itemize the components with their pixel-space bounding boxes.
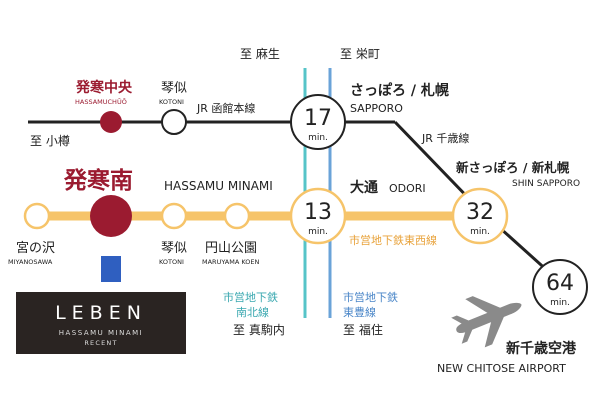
direction-fukuzumi: 至 福住 xyxy=(343,322,383,337)
direction-otaru: 至 小樽 xyxy=(30,133,70,148)
odori-time-circle xyxy=(289,187,347,245)
namboku-label-2: 南北線 xyxy=(236,305,269,319)
kotoni-jr-name-jp: 琴似 xyxy=(161,81,187,96)
namboku-label-1: 市営地下鉄 xyxy=(223,290,278,304)
odori-name-en: ODORI xyxy=(389,182,426,195)
leben-logo: LEBEN xyxy=(55,302,147,324)
hassamuchuo-name-en: HASSAMUCHŪŌ xyxy=(75,97,127,106)
miyanosawa-station-marker xyxy=(23,202,51,230)
direction-asabu: 至 麻生 xyxy=(240,46,280,61)
maruyama-station-marker xyxy=(223,202,251,230)
maruyama-name-en: MARUYAMA KOEN xyxy=(202,258,259,266)
hassamuchuo-name-jp: 発寒中央 xyxy=(75,79,133,96)
direction-sakaemachi: 至 栄町 xyxy=(340,47,380,61)
logo-line-2: RECENT xyxy=(84,339,118,347)
odori-time-unit: min. xyxy=(308,227,328,237)
sapporo-name-jp: さっぽろ / 札幌 xyxy=(350,82,449,99)
shin-sapporo-name-jp: 新さっぽろ / 新札幌 xyxy=(456,160,570,175)
shin-sapporo-time-unit: min. xyxy=(470,227,490,237)
odori-name-jp: 大通 xyxy=(350,179,378,196)
direction-makomanai: 至 真駒内 xyxy=(233,323,285,337)
logo-line-1: HASSAMU MINAMI xyxy=(58,329,144,337)
sapporo-time-value: 17 xyxy=(304,106,332,131)
hassamu-minami-name-en: HASSAMU MINAMI xyxy=(164,179,273,193)
airport-time-unit: min. xyxy=(550,298,570,308)
toho-label-2: 東豊線 xyxy=(343,305,376,319)
sapporo-time-circle xyxy=(290,94,346,150)
miyanosawa-name-jp: 宮の沢 xyxy=(16,240,55,256)
sapporo-time-unit: min. xyxy=(308,133,328,143)
maruyama-name-jp: 円山公園 xyxy=(205,241,257,256)
tozai-label: 市営地下鉄東西線 xyxy=(349,233,437,247)
hassamuchuo-station-marker xyxy=(100,111,122,133)
kotoni-jr-station-marker xyxy=(161,109,187,135)
leben-logo-box: LEBEN HASSAMU MINAMI RECENT xyxy=(16,292,186,354)
kotoni-sub-name-jp: 琴似 xyxy=(161,241,187,256)
shin-sapporo-time-value: 32 xyxy=(466,200,494,225)
airport-time-value: 64 xyxy=(546,271,574,296)
toho-label-1: 市営地下鉄 xyxy=(343,290,398,304)
airport-time-circle xyxy=(532,259,588,315)
current-location-marker-icon xyxy=(90,195,132,237)
sapporo-name-en: SAPPORO xyxy=(350,102,403,115)
kotoni-sub-name-en: KOTONI xyxy=(159,258,184,266)
kotoni-sub-station-marker xyxy=(160,202,188,230)
jr-hakodate-label: JR 函館本線 xyxy=(196,101,255,115)
hassamu-minami-name-jp: 発寒南 xyxy=(63,167,133,194)
accent-square xyxy=(101,256,121,282)
new-chitose-name-en: NEW CHITOSE AIRPORT xyxy=(437,362,566,375)
airplane-icon xyxy=(451,296,522,348)
jr-chitose-label: JR 千歳線 xyxy=(421,131,469,145)
new-chitose-name-jp: 新千歳空港 xyxy=(506,340,577,357)
odori-time-value: 13 xyxy=(304,200,332,225)
kotoni-jr-name-en: KOTONI xyxy=(159,98,184,106)
miyanosawa-name-en: MIYANOSAWA xyxy=(8,258,53,266)
shin-sapporo-name-en: SHIN SAPPORO xyxy=(512,179,580,189)
shin-sapporo-time-circle xyxy=(451,187,509,245)
